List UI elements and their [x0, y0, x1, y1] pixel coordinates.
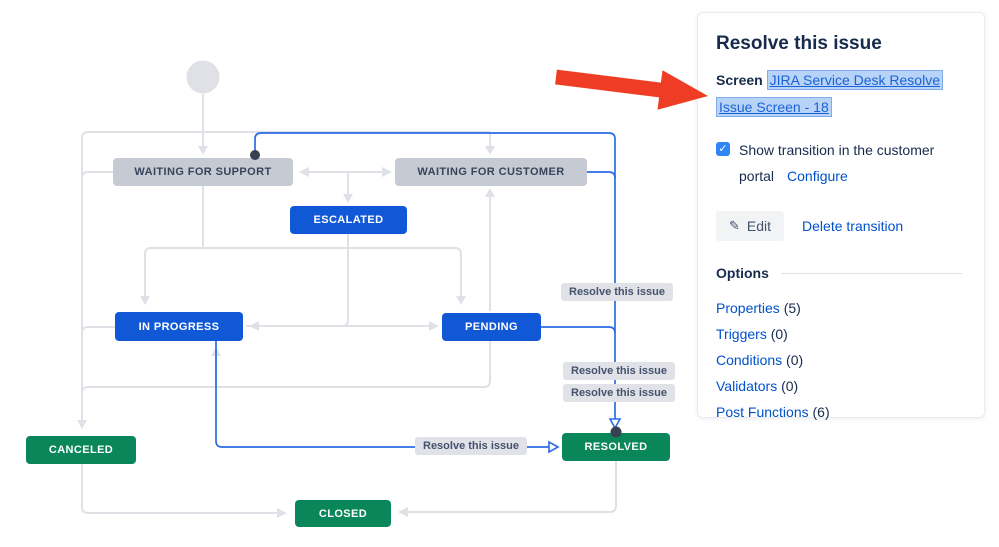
conditions-link[interactable]: Conditions — [716, 352, 783, 368]
show-transition-checkbox[interactable]: ✓ — [716, 142, 730, 156]
pencil-icon: ✎ — [729, 218, 740, 233]
options-divider — [780, 272, 962, 274]
transition-endpoints — [250, 150, 622, 454]
option-post-functions: Post Functions (6) — [716, 399, 966, 425]
transition-detail-panel: Resolve this issue Screen JIRA Service D… — [697, 12, 985, 420]
status-label: ESCALATED — [313, 214, 384, 226]
triggers-count: (0) — [770, 326, 788, 342]
transition-label-resolve-this-issue[interactable]: Resolve this issue — [415, 437, 527, 455]
status-label: WAITING FOR CUSTOMER — [417, 166, 565, 178]
status-label: RESOLVED — [584, 441, 648, 453]
option-conditions: Conditions (0) — [716, 347, 966, 373]
validators-count: (0) — [781, 378, 799, 394]
workflow-connectors — [77, 60, 617, 518]
status-label: CLOSED — [318, 507, 368, 520]
configure-link[interactable]: Configure — [787, 168, 848, 184]
status-in-progress[interactable]: IN PROGRESS — [115, 312, 243, 341]
transition-label-resolve-this-issue[interactable]: Resolve this issue — [563, 384, 675, 402]
transition-label-resolve-this-issue[interactable]: Resolve this issue — [561, 283, 673, 301]
properties-link[interactable]: Properties — [716, 300, 780, 316]
action-row: ✎ Edit Delete transition — [716, 211, 966, 241]
show-transition-label: Show transition in the customer portal — [739, 142, 935, 184]
start-node[interactable] — [186, 60, 220, 94]
conditions-count: (0) — [786, 352, 804, 368]
arrowhead-into-resolved-top — [608, 418, 622, 430]
screen-row: Screen JIRA Service Desk Resolve Issue S… — [716, 67, 966, 121]
properties-count: (5) — [783, 300, 801, 316]
arrowhead-into-resolved-left — [548, 440, 560, 454]
status-canceled[interactable]: CANCELED — [26, 436, 136, 464]
status-resolved[interactable]: RESOLVED — [562, 433, 670, 461]
validators-link[interactable]: Validators — [716, 378, 778, 394]
option-properties: Properties (5) — [716, 295, 966, 321]
delete-transition-link[interactable]: Delete transition — [802, 218, 904, 234]
edit-button[interactable]: ✎ Edit — [716, 211, 785, 241]
status-label: IN PROGRESS — [138, 320, 220, 333]
screen-label: Screen — [716, 72, 763, 88]
status-label: CANCELED — [48, 444, 114, 456]
show-transition-row: ✓ Show transition in the customer portal… — [716, 137, 966, 189]
status-escalated[interactable]: ESCALATED — [290, 206, 407, 234]
status-label: WAITING FOR SUPPORT — [134, 166, 272, 178]
transition-label-resolve-this-issue[interactable]: Resolve this issue — [563, 362, 675, 380]
options-heading: Options — [716, 265, 769, 281]
edit-button-label: Edit — [746, 218, 772, 234]
option-triggers: Triggers (0) — [716, 321, 966, 347]
options-header: Options — [716, 265, 966, 281]
status-pending[interactable]: PENDING — [442, 313, 541, 341]
post-functions-count: (6) — [812, 404, 830, 420]
post-functions-link[interactable]: Post Functions — [716, 404, 809, 420]
status-closed[interactable]: CLOSED — [295, 500, 391, 527]
status-waiting-for-support[interactable]: WAITING FOR SUPPORT — [113, 158, 293, 186]
option-validators: Validators (0) — [716, 373, 966, 399]
triggers-link[interactable]: Triggers — [716, 326, 767, 342]
status-waiting-for-customer[interactable]: WAITING FOR CUSTOMER — [395, 158, 587, 186]
status-label: PENDING — [465, 321, 518, 333]
panel-title: Resolve this issue — [716, 33, 882, 54]
